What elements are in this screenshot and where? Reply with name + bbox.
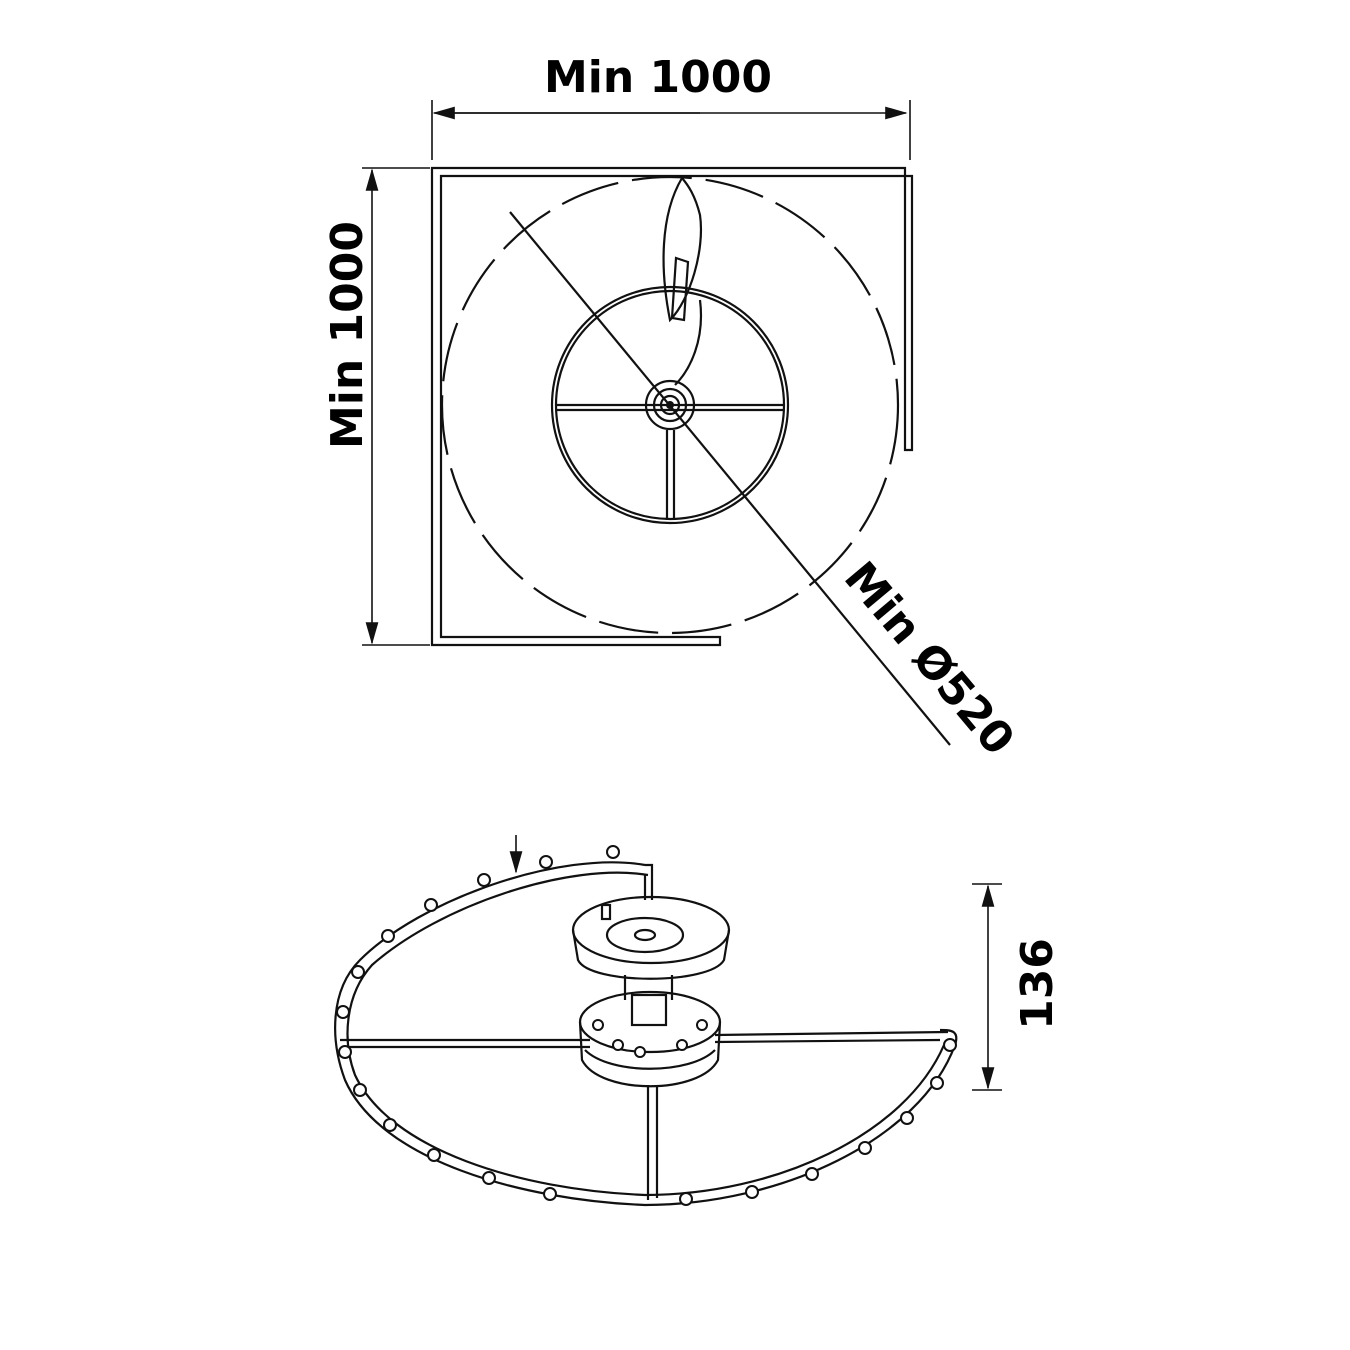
side-height-label: 136: [1012, 938, 1063, 1030]
cabinet-outline: [430, 166, 914, 647]
tray-rail: [334, 861, 958, 1207]
diameter-label: Min Ø520: [834, 552, 1024, 765]
tray-circle: [550, 285, 790, 525]
side-view: 136: [334, 835, 1063, 1207]
width-label: Min 1000: [544, 52, 772, 103]
lower-hub: [578, 990, 722, 1088]
swing-circle: [440, 175, 900, 635]
height-dimension: Min 1000: [322, 167, 430, 646]
beads: [336, 845, 957, 1206]
top-view: Min 1000 Min 1000: [322, 52, 1024, 765]
upper-hub: [571, 895, 731, 1000]
height-136-dimension: 136: [972, 883, 1063, 1091]
door-leaf: [662, 176, 702, 323]
width-dimension: Min 1000: [431, 52, 911, 160]
diameter-line: [509, 211, 951, 746]
height-label: Min 1000: [322, 221, 373, 449]
